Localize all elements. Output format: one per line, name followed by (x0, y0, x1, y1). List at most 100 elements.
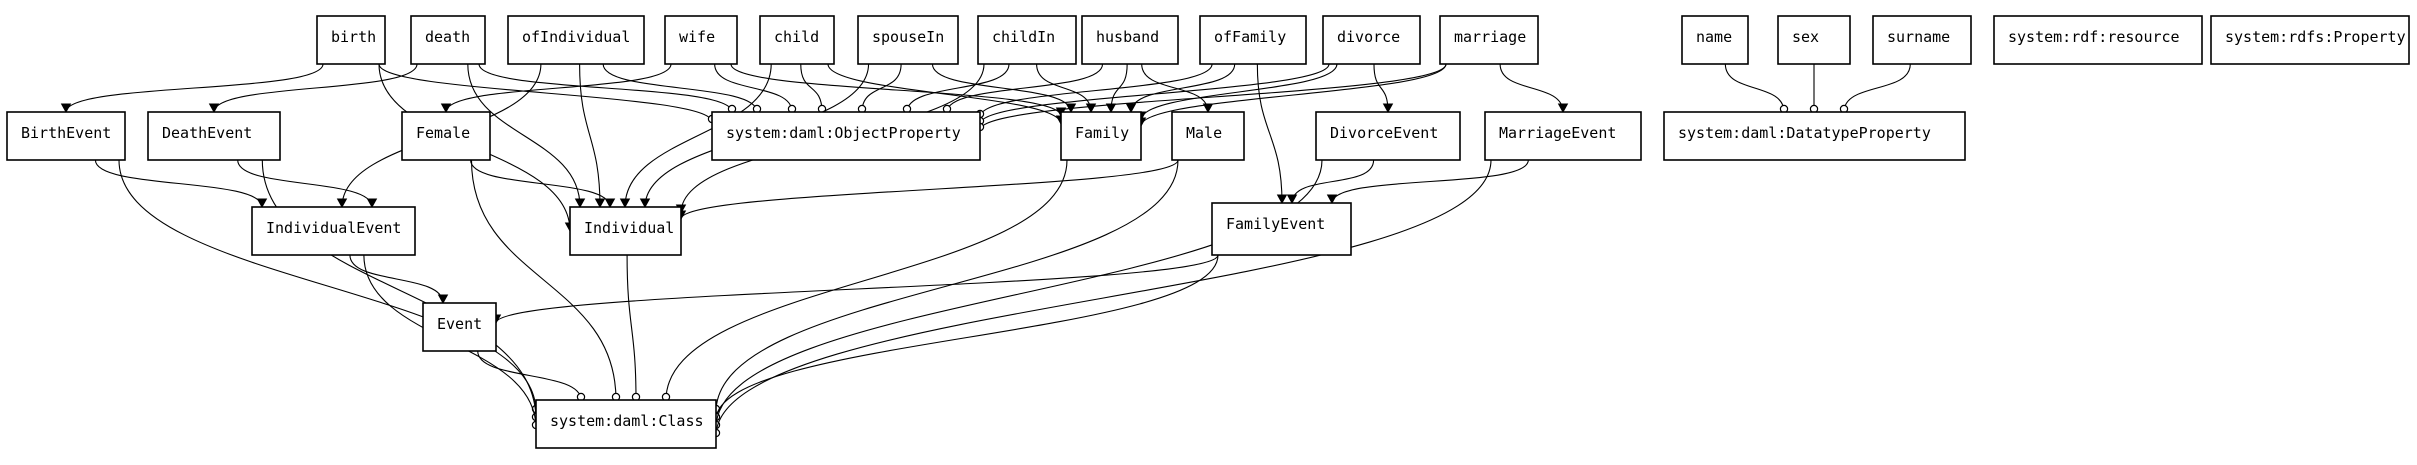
edge-DivorceEvent-to-Class (715, 159, 1323, 429)
node-Female: Female (401, 111, 491, 161)
node-box-spouseIn (857, 15, 959, 65)
node-label-FamilyEvent: FamilyEvent (1226, 215, 1325, 233)
edge-death-to-DeathEvent (213, 63, 418, 113)
node-label-birth: birth (331, 28, 376, 46)
node-label-child: child (774, 28, 819, 46)
node-DeathEvent: DeathEvent (147, 111, 281, 161)
edge-surname-to-DatatypeProperty (1843, 63, 1911, 113)
node-label-sex: sex (1792, 28, 1819, 46)
node-rdfsProperty: system:rdfs:Property (2210, 15, 2410, 65)
edge-ofFamily-to-FamilyEvent (1256, 63, 1283, 204)
node-label-DatatypeProperty: system:daml:DatatypeProperty (1678, 124, 1931, 142)
edge-BirthEvent-to-Class (118, 159, 537, 413)
edge-ofFamily-to-ObjectProperty (979, 63, 1213, 118)
edge-wife-to-Female (445, 63, 672, 113)
node-ofIndividual: ofIndividual (507, 15, 645, 65)
edge-head-arrow-IndividualEvent-to-Event (437, 294, 449, 305)
node-box-DivorceEvent (1315, 111, 1461, 161)
node-label-ObjectProperty: system:daml:ObjectProperty (726, 124, 961, 142)
edge-marriage-to-Family (1140, 63, 1447, 127)
node-spouseIn: spouseIn (857, 15, 959, 65)
node-FamilyEvent: FamilyEvent (1211, 202, 1352, 256)
node-box-ofIndividual (507, 15, 645, 65)
edge-Male-to-Individual (680, 159, 1179, 220)
node-box-Individual (569, 206, 682, 256)
node-box-FamilyEvent (1211, 202, 1352, 256)
node-label-Family: Family (1075, 124, 1129, 142)
edge-husband-to-ObjectProperty (946, 63, 1104, 113)
edge-birth-to-ObjectProperty (378, 63, 713, 123)
edge-husband-to-Male (1141, 63, 1209, 113)
edge-IndividualEvent-to-Event (349, 254, 444, 304)
node-Male: Male (1171, 111, 1245, 161)
node-ofFamily: ofFamily (1199, 15, 1307, 65)
edge-head-arrow-childIn-to-Family (1085, 103, 1097, 114)
edge-head-arrow-DivorceEvent-to-FamilyEvent (1286, 194, 1298, 205)
node-box-marriage (1439, 15, 1539, 65)
node-label-death: death (425, 28, 470, 46)
node-label-Event: Event (437, 315, 482, 333)
edge-head-arrow-marriage-to-MarriageEvent (1557, 103, 1569, 114)
node-label-Class: system:daml:Class (550, 412, 704, 430)
node-name: name (1681, 15, 1749, 65)
node-box-name (1681, 15, 1749, 65)
edge-FamilyEvent-to-Class (715, 254, 1219, 421)
edge-child-to-ObjectProperty (800, 63, 823, 113)
node-label-wife: wife (679, 28, 715, 46)
node-label-Male: Male (1186, 124, 1222, 142)
node-label-husband: husband (1096, 28, 1159, 46)
node-box-sex (1777, 15, 1851, 65)
node-label-MarriageEvent: MarriageEvent (1499, 124, 1616, 142)
edge-ofFamily-to-Family (1130, 63, 1236, 113)
edge-head-arrow-wife-to-Female (440, 103, 452, 114)
edge-divorce-to-Family (1140, 63, 1338, 121)
node-Individual: Individual (569, 206, 682, 256)
edge-Female-to-Class (470, 159, 617, 401)
node-DatatypeProperty: system:daml:DatatypeProperty (1663, 111, 1966, 161)
node-box-BirthEvent (6, 111, 126, 161)
edge-child-to-Family (827, 63, 1062, 125)
edge-marriage-to-MarriageEvent (1499, 63, 1564, 113)
edge-name-to-DatatypeProperty (1724, 63, 1785, 113)
node-box-Female (401, 111, 491, 161)
edge-spouseIn-to-ObjectProperty (861, 63, 902, 113)
node-box-rdfsProperty (2210, 15, 2410, 65)
node-box-childIn (977, 15, 1077, 65)
node-label-name: name (1696, 28, 1732, 46)
node-box-ObjectProperty (711, 111, 981, 161)
edge-Individual-to-Class (626, 254, 637, 401)
node-box-Family (1060, 111, 1142, 161)
node-box-surname (1872, 15, 1972, 65)
edge-head-arrow-death-to-Individual (574, 198, 586, 209)
edge-Female-to-Individual (470, 159, 611, 208)
edge-head-arrow-MarriageEvent-to-FamilyEvent (1326, 194, 1338, 205)
node-box-MarriageEvent (1484, 111, 1642, 161)
edge-head-arrow-husband-to-Family (1105, 103, 1117, 114)
node-box-Event (422, 302, 497, 352)
node-label-IndividualEvent: IndividualEvent (266, 219, 401, 237)
node-box-child (759, 15, 835, 65)
node-label-divorce: divorce (1337, 28, 1400, 46)
node-IndividualEvent: IndividualEvent (251, 206, 416, 256)
edge-child-to-Individual (624, 63, 772, 208)
node-label-Female: Female (416, 124, 470, 142)
node-sex: sex (1777, 15, 1851, 65)
node-Family: Family (1060, 111, 1142, 161)
node-label-marriage: marriage (1454, 28, 1526, 46)
node-box-DeathEvent (147, 111, 281, 161)
node-box-wife (664, 15, 738, 65)
node-label-DivorceEvent: DivorceEvent (1330, 124, 1438, 142)
node-BirthEvent: BirthEvent (6, 111, 126, 161)
node-Class: system:daml:Class (535, 399, 717, 449)
node-box-husband (1081, 15, 1179, 65)
edge-head-arrow-birth-to-BirthEvent (60, 103, 72, 114)
edge-wife-to-ObjectProperty (714, 63, 793, 113)
edge-head-arrow-ofFamily-to-Family (1125, 103, 1137, 114)
node-label-ofIndividual: ofIndividual (522, 28, 630, 46)
edge-head-arrow-BirthEvent-to-IndividualEvent (256, 198, 268, 209)
edge-head-arrow-divorce-to-DivorceEvent (1382, 103, 1394, 114)
node-ObjectProperty: system:daml:ObjectProperty (711, 111, 981, 161)
edge-head-arrow-husband-to-Male (1202, 103, 1214, 114)
